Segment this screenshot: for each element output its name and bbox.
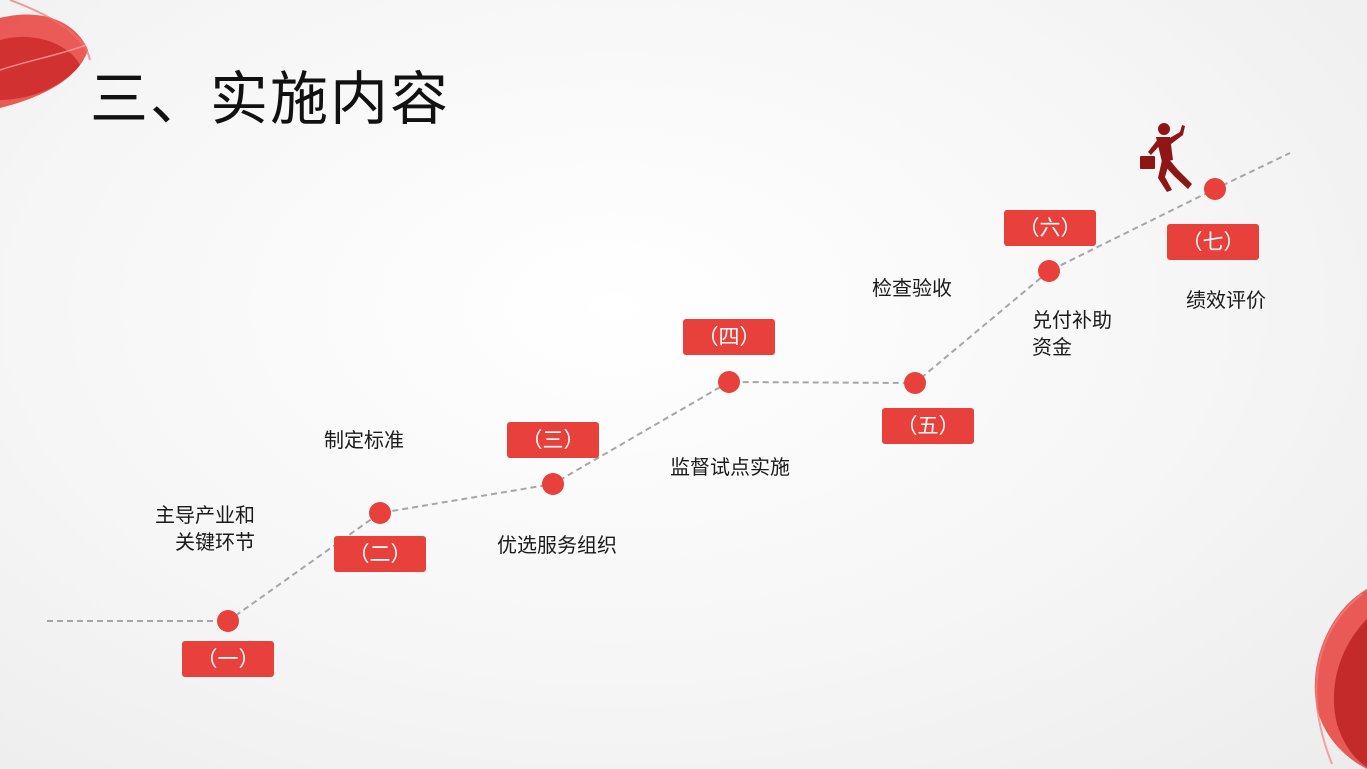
- step-text-7: 绩效评价: [1186, 288, 1266, 312]
- step-dot-7: [1204, 178, 1226, 200]
- step-text-5: 检查验收: [872, 276, 952, 300]
- page-title: 三、实施内容: [90, 65, 451, 133]
- step-badge-4: （四）: [683, 319, 775, 355]
- ribbon-bottom-right-icon: [1314, 589, 1367, 769]
- step-dot-4: [718, 371, 740, 393]
- ribbon-top-left-icon: [0, 0, 91, 108]
- step-text-6: 兑付补助 资金: [1032, 308, 1112, 359]
- step-text-3: 优选服务组织: [497, 533, 617, 557]
- runner-with-briefcase-icon: [1140, 123, 1192, 192]
- step-text-2: 制定标准: [324, 428, 404, 452]
- step-dot-6: [1038, 260, 1060, 282]
- step-text-1: 主导产业和 关键环节: [155, 503, 255, 554]
- step-dot-2: [369, 502, 391, 524]
- step-badge-2: （二）: [334, 536, 426, 572]
- step-badge-5: （五）: [882, 408, 974, 444]
- step-dot-1: [217, 610, 239, 632]
- step-badge-1: （一）: [182, 641, 274, 677]
- dashed-path-line: [47, 152, 1291, 622]
- step-badge-6: （六）: [1004, 210, 1096, 246]
- step-dot-5: [904, 372, 926, 394]
- step-badge-7: （七）: [1167, 224, 1259, 260]
- step-text-4: 监督试点实施: [670, 455, 790, 479]
- step-dot-3: [542, 473, 564, 495]
- step-badge-3: （三）: [507, 422, 599, 458]
